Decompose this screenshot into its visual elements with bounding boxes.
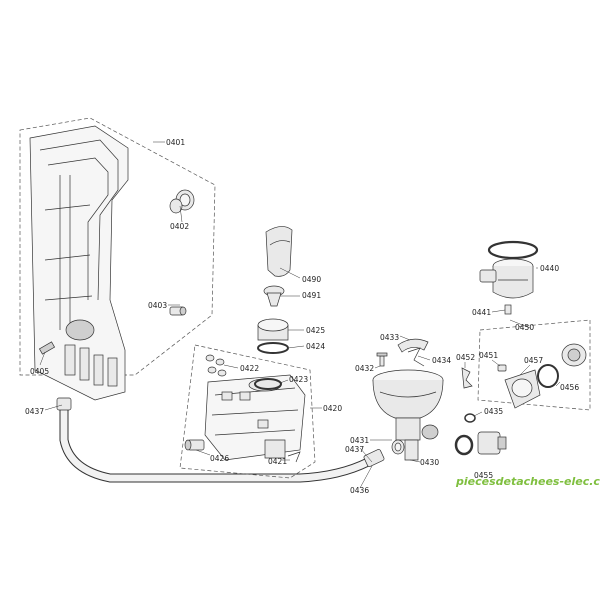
clip-0452 (461, 367, 473, 389)
screw-0432 (376, 352, 388, 367)
clip-0421 (287, 451, 301, 463)
label-0490: 0490 (302, 275, 321, 284)
valve-0426 (184, 439, 205, 451)
dispenser-cap-0490 (265, 226, 293, 277)
gasket-0424 (257, 342, 289, 354)
label-0403: 0403 (148, 301, 167, 310)
label-0491: 0491 (302, 291, 321, 300)
leader-lines (39, 141, 561, 489)
label-0435: 0435 (484, 407, 503, 416)
label-0420: 0420 (323, 404, 342, 413)
label-0425: 0425 (306, 326, 325, 335)
label-0402: 0402 (170, 222, 189, 231)
label-0450: 0450 (515, 323, 534, 332)
heating-element-0433 (397, 338, 429, 353)
screw-0441 (504, 304, 512, 315)
small-seals-0422 (205, 354, 227, 377)
label-0405: 0405 (30, 367, 49, 376)
watermark: piecesdetachees-elec.com (455, 475, 600, 488)
pump-assembly-0450 (477, 319, 591, 411)
seal-ring-0402 (169, 189, 195, 214)
sump-0430 (372, 369, 444, 461)
label-0401: 0401 (166, 138, 185, 147)
label-0434: 0434 (432, 356, 451, 365)
softener-cap-0425 (257, 318, 289, 341)
label-0423: 0423 (289, 375, 308, 384)
side-panel-assembly (19, 117, 216, 401)
label-0432: 0432 (355, 364, 374, 373)
label-0431: 0431 (350, 436, 369, 445)
float-0491 (263, 285, 285, 307)
drain-hose (56, 397, 385, 483)
label-0441: 0441 (472, 308, 491, 317)
label-0456: 0456 (560, 383, 579, 392)
label-0452: 0452 (456, 353, 475, 362)
label-0440: 0440 (540, 264, 559, 273)
label-0421: 0421 (268, 457, 287, 466)
label-0451: 0451 (479, 351, 498, 360)
label-0422: 0422 (240, 364, 259, 373)
ring-0435 (464, 413, 476, 423)
seal-0456 (537, 364, 559, 388)
pump-0457 (504, 369, 541, 409)
motor-0451 (497, 364, 507, 372)
clip-0434 (407, 347, 425, 367)
label-0424: 0424 (306, 342, 325, 351)
circulation-pump-0440 (479, 240, 539, 299)
impeller-housing (561, 343, 587, 367)
label-0437-upper: 0437 (25, 407, 44, 416)
label-0433: 0433 (380, 333, 399, 342)
drain-pump-0455 (477, 431, 507, 455)
label-0426: 0426 (210, 454, 229, 463)
connector-0403 (169, 306, 187, 316)
seal-0455-ring (454, 434, 474, 456)
label-0430: 0430 (420, 458, 439, 467)
label-0437-lower: 0437 (345, 445, 364, 454)
label-0457: 0457 (524, 356, 543, 365)
label-0436: 0436 (350, 486, 369, 495)
label-0455: 0455 (474, 471, 493, 480)
gasket-0431 (391, 439, 405, 455)
gasket-0423 (254, 378, 282, 390)
